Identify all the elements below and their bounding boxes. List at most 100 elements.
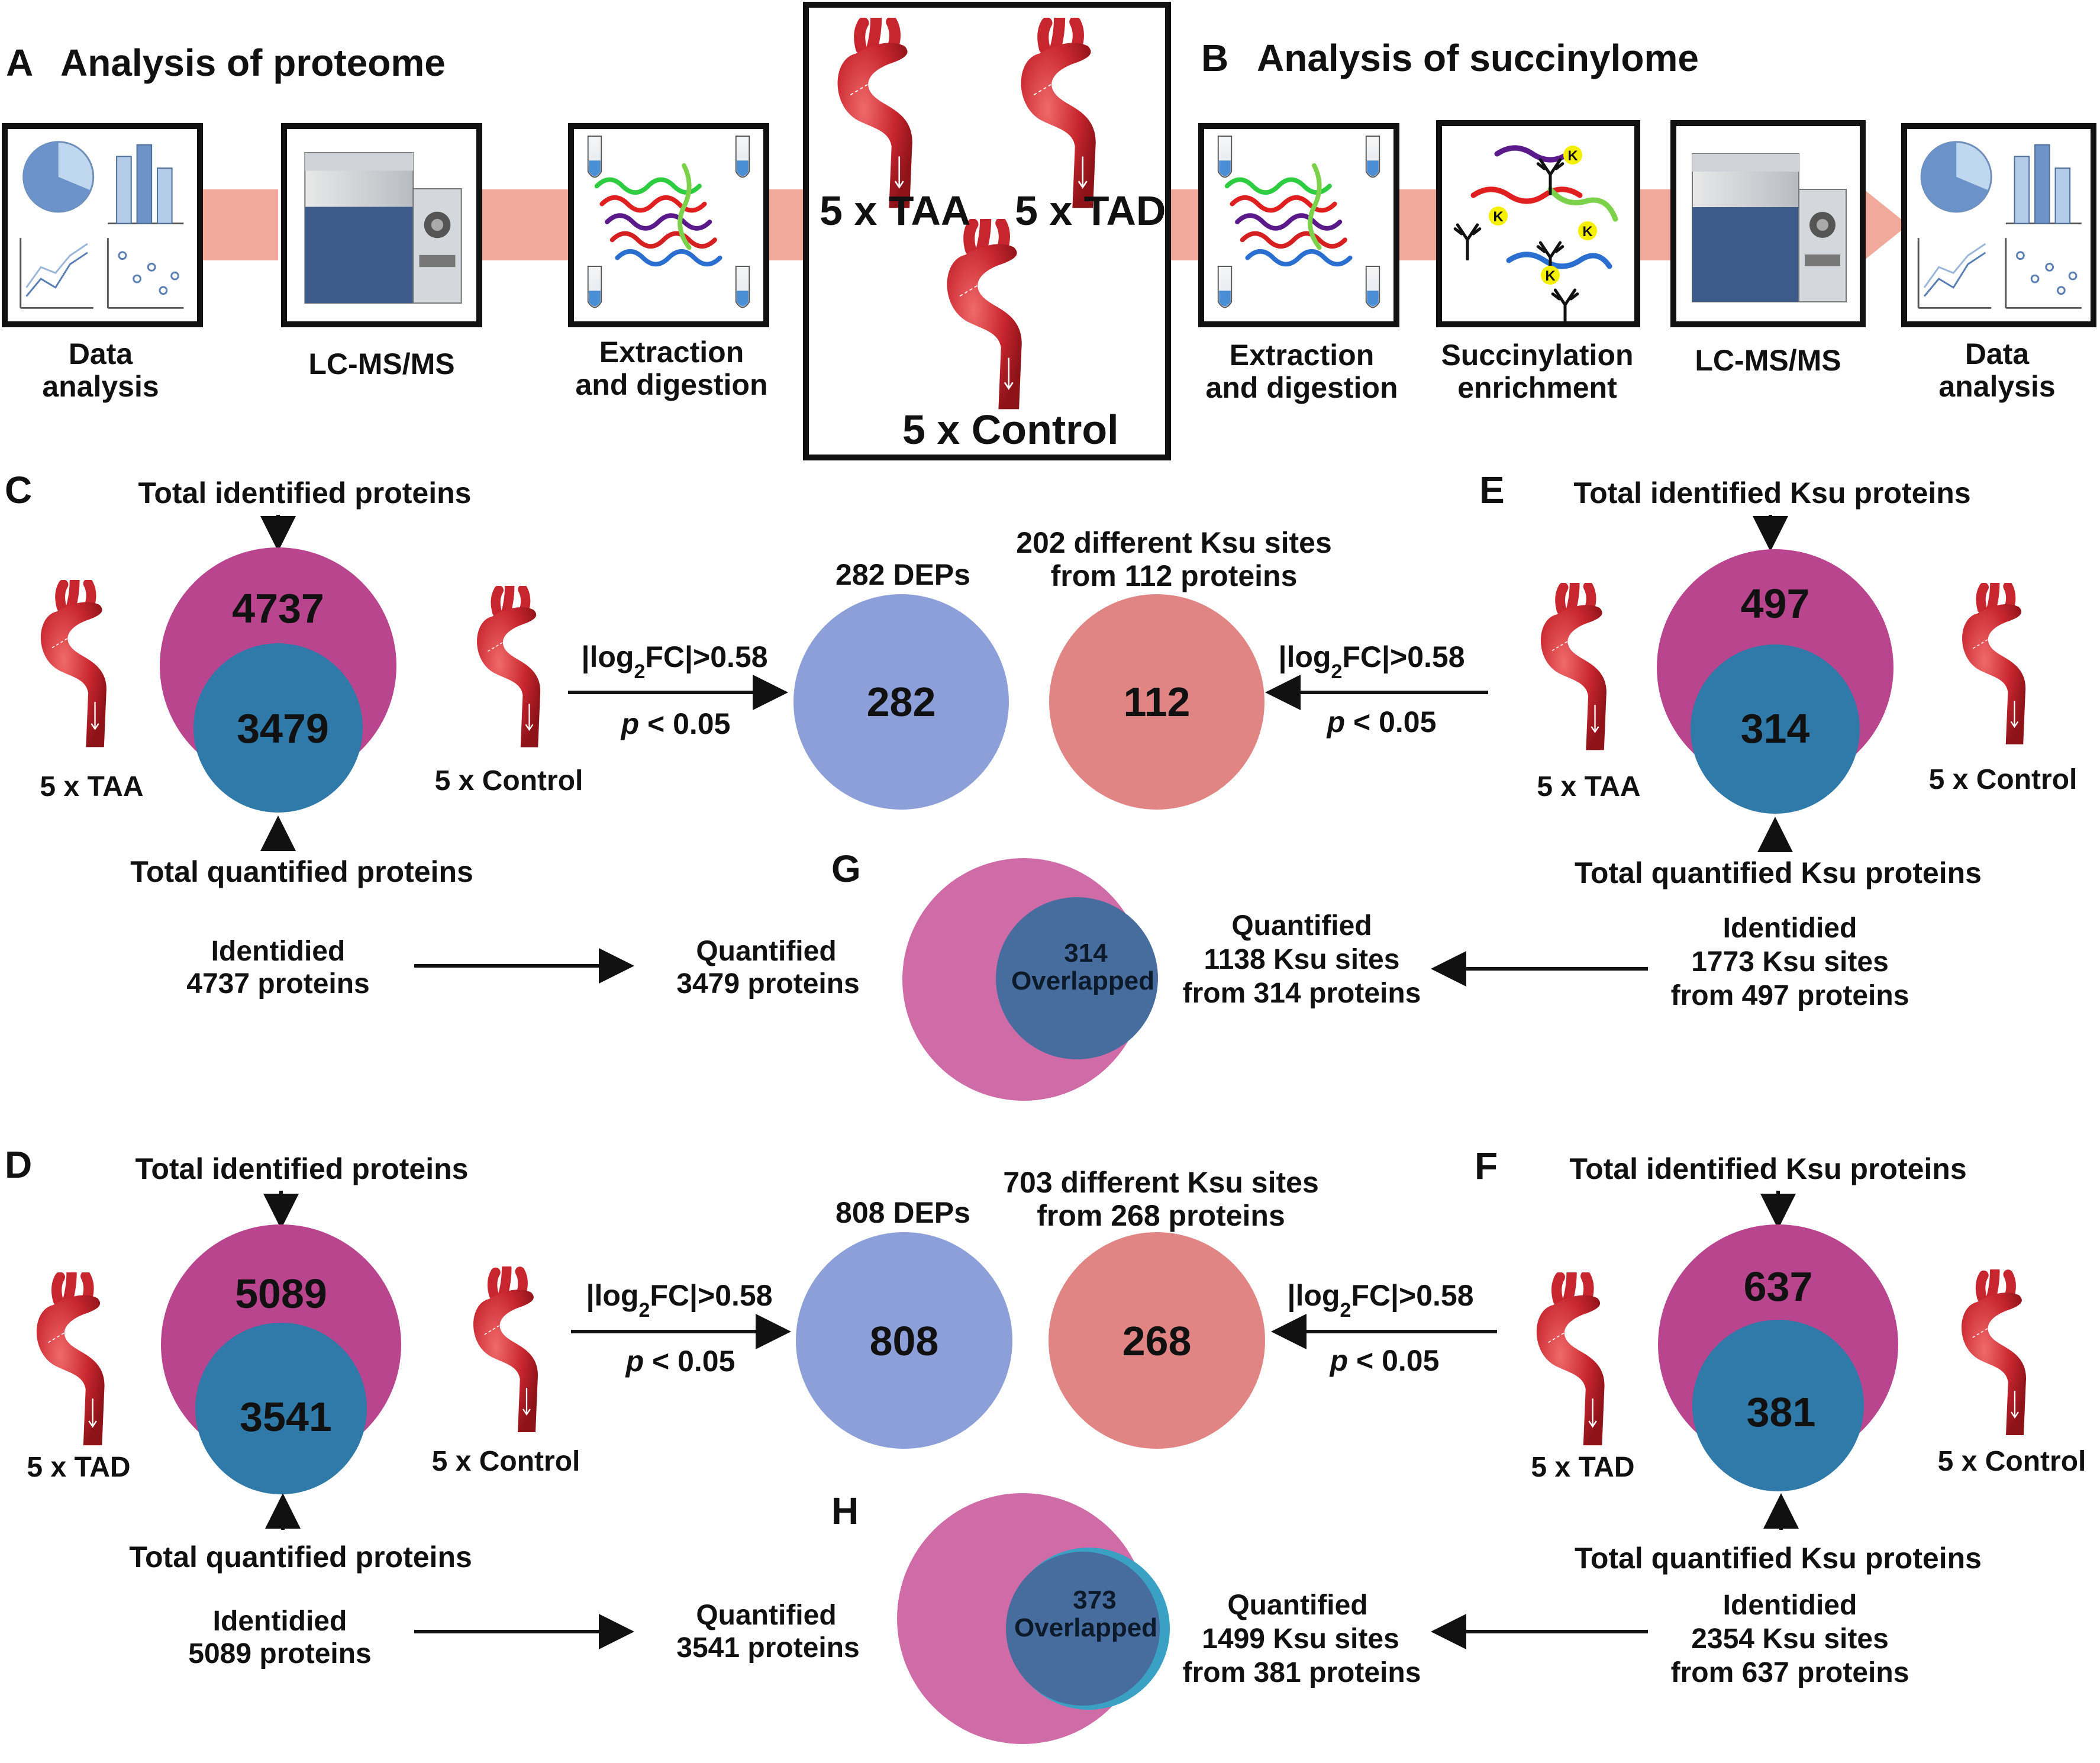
panel-g-overlap-value: 314 [1064, 939, 1108, 968]
panel-d-bottom-label: Total quantified proteins [129, 1540, 472, 1574]
criteria-fc-top-left: |log2FC|>0.58 [581, 640, 767, 683]
extraction-label-b-line1: Extraction [1230, 339, 1375, 372]
criteria-fc-top-right: |log2FC|>0.58 [1278, 640, 1464, 683]
dep-circle-top [793, 594, 1009, 810]
panel-letter-f: F [1475, 1145, 1498, 1187]
svg-text:K: K [1567, 148, 1578, 164]
panel-g-ksu-quant-line1: Quantified [1231, 910, 1372, 942]
panel-d-outer-value: 5089 [235, 1271, 327, 1317]
succinyl-k-marker: K [1563, 146, 1582, 165]
panel-c-bottom-label: Total quantified proteins [130, 855, 473, 888]
panel-f-bottom-label: Total quantified Ksu proteins [1575, 1542, 1982, 1575]
dep-value-bottom: 808 [870, 1318, 939, 1364]
panel-letter-h: H [831, 1490, 859, 1532]
panel-e-top-label: Total identified Ksu proteins [1573, 476, 1970, 510]
data-analysis-label-a-line2: analysis [42, 370, 159, 403]
panel-h-overlap-label: Overlapped [1014, 1613, 1157, 1642]
panel-d-inner-circle [195, 1323, 367, 1494]
panel-h-quant-line2: 3541 proteins [676, 1632, 859, 1664]
lcms-box-b [1670, 120, 1866, 327]
panel-h-ksu-ident-line3: from 637 proteins [1671, 1657, 1909, 1688]
panel-g-overlap-label: Overlapped [1011, 966, 1154, 995]
dep-caption-bottom: 808 DEPs [836, 1196, 970, 1229]
panel-c-left-sample: 5 x TAA [40, 771, 143, 802]
panel-g-ksu-ident-line3: from 497 proteins [1671, 980, 1909, 1011]
panel-letter-c: C [5, 469, 32, 511]
panel-f-inner-circle [1692, 1320, 1864, 1491]
ksu-circle-top [1049, 594, 1264, 810]
panel-c-inner-circle [193, 643, 363, 813]
panel-g-overlap-circle [996, 897, 1158, 1059]
panel-d-left-sample: 5 x TAD [27, 1452, 130, 1483]
sample-taa-label: 5 x TAA [820, 188, 970, 234]
succinyl-k-marker: K [1578, 221, 1597, 240]
panel-c-outer-value: 4737 [232, 585, 324, 631]
panel-d-right-sample: 5 x Control [432, 1446, 580, 1477]
panel-f-inner-value: 381 [1747, 1389, 1816, 1435]
panel-h-ksu-quant-line2: 1499 Ksu sites [1202, 1623, 1399, 1655]
panel-d-inner-value: 3541 [240, 1394, 332, 1440]
panel-f-top-label: Total identified Ksu proteins [1569, 1152, 1966, 1185]
panel-g-ident-line1: Identidied [211, 936, 346, 967]
panel-c-right-sample: 5 x Control [435, 765, 583, 797]
dep-value-top: 282 [867, 679, 936, 725]
panel-c-top-label: Total identified proteins [138, 476, 472, 510]
criteria-p-top-right: p < 0.05 [1326, 705, 1437, 739]
panel-c-inner-value: 3479 [237, 705, 329, 752]
svg-text:K: K [1582, 224, 1593, 240]
panel-g-quant-line2: 3479 proteins [676, 968, 859, 1000]
criteria-fc-bottom-left: |log2FC|>0.58 [586, 1279, 772, 1322]
panel-e-inner-circle [1691, 644, 1860, 814]
panel-g-ksu-quant-line2: 1138 Ksu sites [1204, 944, 1400, 975]
data-analysis-label-b-line2: analysis [1938, 370, 2055, 403]
panel-f-outer-value: 637 [1744, 1264, 1813, 1310]
lcms-label-a: LC-MS/MS [308, 347, 454, 381]
control-aorta-icon [1962, 1271, 2026, 1436]
panel-h-overlap-value: 373 [1073, 1585, 1116, 1614]
criteria-fc-bottom-right: |log2FC|>0.58 [1287, 1279, 1473, 1322]
panel-g-ksu-quant-line3: from 314 proteins [1183, 978, 1421, 1009]
panel-g-ksu-ident-line1: Identidied [1723, 913, 1857, 944]
criteria-p-bottom-right: p < 0.05 [1329, 1344, 1440, 1377]
enrichment-box [1436, 120, 1640, 327]
data-analysis-box-b [1901, 123, 2096, 327]
panel-h-ident-line1: Identidied [213, 1606, 347, 1637]
dep-circle-bottom [796, 1232, 1012, 1449]
ksu-value-bottom: 268 [1122, 1318, 1192, 1364]
ksu-value-top: 112 [1124, 679, 1191, 725]
panel-g-quant-line1: Quantified [696, 936, 836, 967]
panel-e-outer-value: 497 [1741, 581, 1810, 627]
ksu-circle-bottom [1049, 1232, 1265, 1449]
ksu-caption-bottom-line1: 703 different Ksu sites [1003, 1166, 1319, 1199]
control-aorta-icon [1962, 583, 2025, 744]
ksu-caption-top-line2: from 112 proteins [1051, 559, 1298, 592]
panel-e-left-sample: 5 x TAA [1537, 771, 1640, 802]
extraction-box-a [568, 123, 769, 327]
panel-g-ident-line2: 4737 proteins [186, 968, 369, 1000]
tad-aorta-icon [37, 1272, 105, 1445]
panel-f-left-sample: 5 x TAD [1531, 1452, 1634, 1483]
control-aorta-icon [477, 586, 540, 747]
panel-h-ident-line2: 5089 proteins [188, 1638, 371, 1669]
control-aorta-icon [473, 1268, 538, 1433]
taa-aorta-icon [1541, 583, 1607, 750]
succinyl-k-marker: K [1541, 266, 1560, 285]
panel-g-ksu-ident-line2: 1773 Ksu sites [1691, 946, 1889, 978]
extraction-label-a-line1: Extraction [599, 336, 744, 369]
taa-aorta-icon [41, 580, 107, 747]
svg-text:K: K [1493, 209, 1504, 225]
ksu-caption-bottom-line2: from 268 proteins [1037, 1199, 1285, 1232]
panel-h-ksu-ident-line2: 2354 Ksu sites [1691, 1623, 1889, 1655]
extraction-label-a-line2: and digestion [576, 368, 768, 401]
panel-e-right-sample: 5 x Control [1929, 764, 2078, 795]
lcms-box-a [281, 123, 482, 327]
data-analysis-label-b-line1: Data [1965, 337, 2030, 370]
panel-e-inner-value: 314 [1741, 705, 1810, 752]
criteria-p-bottom-left: p < 0.05 [625, 1345, 736, 1378]
panel-d-top-label: Total identified proteins [136, 1152, 469, 1185]
panel-letter-b: B [1201, 37, 1228, 79]
extraction-label-b-line2: and digestion [1206, 371, 1398, 404]
title-proteome: Analysis of proteome [60, 41, 446, 84]
sample-box [803, 2, 1171, 460]
